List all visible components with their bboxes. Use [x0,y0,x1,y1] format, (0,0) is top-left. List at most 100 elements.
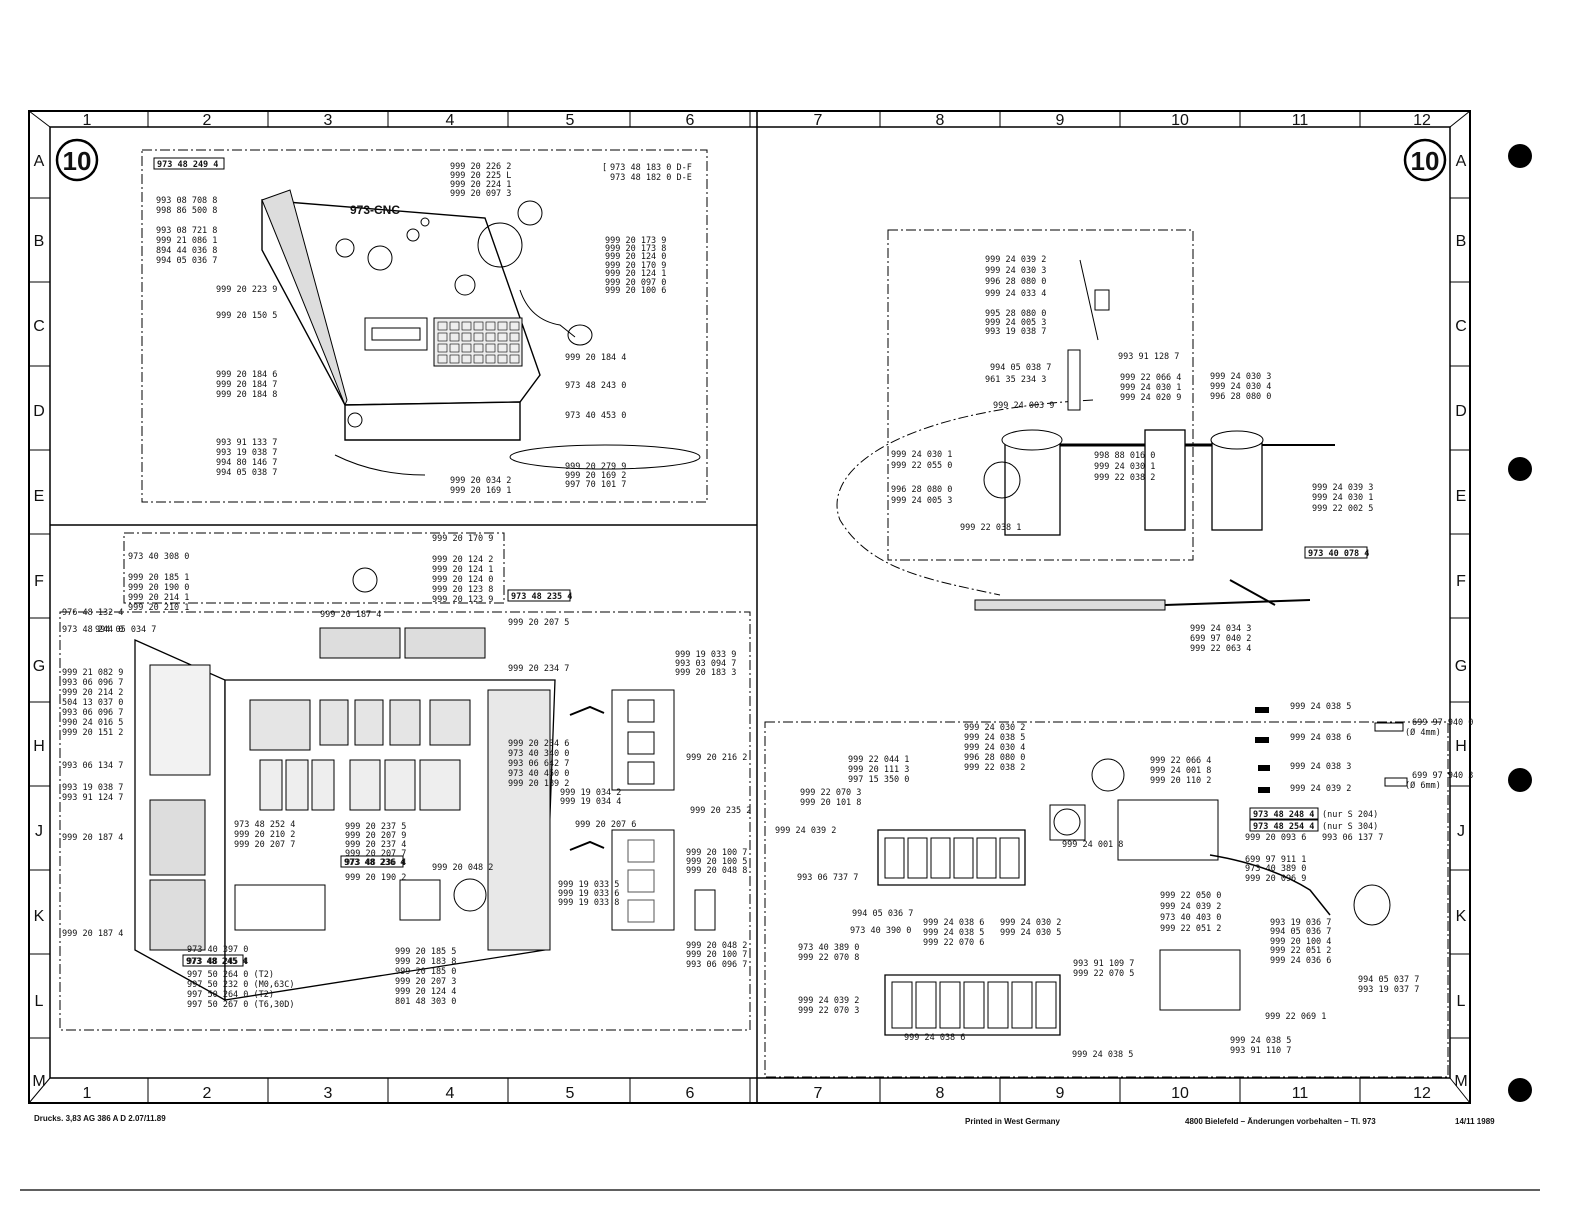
svg-text:973 48 236 4: 973 48 236 4 [344,858,405,868]
grid-row-left-label: B [34,233,45,250]
part-number-label: 999 20 187 4 [62,833,123,843]
part-number-label: 993 06 137 7 [1322,833,1383,843]
part-number-label: 999 20 185 1 [128,573,189,583]
part-number-label: 999 20 100 4 [1270,937,1331,947]
grid-col-top-label: 12 [1413,112,1431,129]
grid-row-left-label: E [34,488,45,505]
part-number-label: 973 40 450 0 [508,769,569,779]
part-number-label: 999 22 002 5 [1312,504,1373,514]
part-number-label: 999 22 070 6 [923,938,984,948]
part-number-label: 976 48 132 4 [62,608,123,618]
part-number-label: 999 24 030 1 [1094,462,1155,472]
part-number-label: 999 20 169 1 [450,486,511,496]
part-number-label: 961 35 234 3 [985,375,1046,385]
part-number-label: 997 50 264 0 (T2) [187,990,274,1000]
part-number-label: 994 05 036 7 [156,256,217,266]
part-number-label: 999 20 124 0 [605,252,666,262]
part-number-label: 999 20 150 5 [216,311,277,321]
part-number-label: 999 24 038 6 [904,1033,965,1043]
part-number-label: 999 24 030 5 [1000,928,1061,938]
grid-col-bottom-label: 8 [936,1085,945,1102]
part-number-label: 999 24 038 5 [1072,1050,1133,1060]
svg-text:973-CNC: 973-CNC [350,203,400,217]
footer-drawing-ref: Drucks. 3,83 AG 386 A D 2.07/11.89 [34,1114,166,1123]
part-number-label: 999 20 034 2 [450,476,511,486]
part-number-label: 999 20 189 2 [508,779,569,789]
svg-text:10: 10 [1411,146,1440,176]
part-number-label: 999 24 039 2 [1290,784,1351,794]
part-number-label: 999 24 030 2 [1000,918,1061,928]
part-number-label: 999 22 070 8 [798,953,859,963]
part-number-label: 999 22 066 4 [1120,373,1181,383]
part-number-label: 999 20 100 7 [686,950,747,960]
part-number-label: 999 20 190 0 [128,583,189,593]
part-number-label: 999 20 190 2 [345,873,406,883]
part-number-label: 999 20 101 8 [800,798,861,808]
part-number-label: 999 20 170 9 [605,261,666,271]
punch-holes [1508,144,1532,1102]
part-number-label: 999 22 051 2 [1160,924,1221,934]
part-number-label: 993 19 037 7 [1358,985,1419,995]
part-number-label: 999 22 070 3 [798,1006,859,1016]
part-number-label: 999 24 030 1 [1312,493,1373,503]
grid-col-top-label: 5 [566,112,575,129]
grid-col-top-label: 7 [814,112,823,129]
part-number-label: 999 24 034 3 [1190,624,1251,634]
part-number-label: 999 24 030 1 [1120,383,1181,393]
svg-text:973 48 245 4: 973 48 245 4 [186,957,247,967]
part-number-label: 999 24 030 4 [1210,382,1271,392]
part-number-label: 997 70 101 7 [565,480,626,490]
grid-row-left-label: G [33,658,45,675]
part-number-label: 996 28 080 0 [891,485,952,495]
part-number-label: 999 24 039 2 [1160,902,1221,912]
part-number-label: 993 06 642 7 [508,759,569,769]
part-number-label: 999 24 038 5 [1230,1036,1291,1046]
part-number-label: 999 22 070 3 [800,788,861,798]
svg-text:973 48 249 4: 973 48 249 4 [157,160,218,170]
sheet-number-badge-left: 10 [55,138,99,182]
part-number-label: 999 20 048 2 [432,863,493,873]
svg-text:(nur S 304): (nur S 304) [1322,822,1378,832]
part-number-label: 999 24 030 3 [1210,372,1271,382]
part-number-label: 999 20 184 8 [216,390,277,400]
grid-col-top-label: 2 [203,112,212,129]
part-number-label: 894 44 036 8 [156,246,217,256]
part-number-label: 993 06 096 7 [686,960,747,970]
part-number-label: 999 24 001 8 [1062,840,1123,850]
part-number-label: 999 24 003 9 [993,401,1054,411]
grid-row-right-label: F [1456,573,1466,590]
part-number-label: 993 91 133 7 [216,438,277,448]
grid-col-bottom-label: 11 [1292,1085,1309,1102]
part-number-label: 999 22 038 2 [964,763,1025,773]
grid-row-left-label: K [34,908,45,925]
grid-row-right-label: L [1457,993,1466,1010]
grid-row-right-label: A [1456,153,1467,170]
part-number-label: 999 24 033 4 [985,289,1046,299]
grid-row-left-label: L [35,993,44,1010]
grid-col-bottom-label: 5 [566,1085,575,1102]
part-number-label: 999 24 039 2 [798,996,859,1006]
part-number-label: 993 03 094 7 [675,659,736,669]
svg-text:[: [ [602,163,607,173]
part-number-label: 999 20 214 1 [128,593,189,603]
grid-row-right-label: H [1455,738,1467,755]
part-number-label: 999 20 185 5 [395,947,456,957]
part-number-label: 999 20 207 9 [345,831,406,841]
part-number-label: 994 05 037 7 [1358,975,1419,985]
grid-row-left-label: C [33,318,45,335]
part-number-label: 999 20 235 2 [690,806,751,816]
part-number-label: 993 06 096 7 [62,678,123,688]
grid-row-right-label: E [1456,488,1467,505]
part-number-label: 999 20 184 6 [216,370,277,380]
part-number-label: 999 20 187 4 [320,610,381,620]
grid-row-right-label: D [1455,403,1467,420]
part-number-label: 999 20 185 0 [395,967,456,977]
part-number-label: 998 86 500 8 [156,206,217,216]
grid-col-top-label: 4 [446,112,455,129]
part-number-label: 999 22 055 0 [891,461,952,471]
part-number-label: 999 24 005 3 [985,318,1046,328]
svg-text:973 48 235 4: 973 48 235 4 [511,592,572,602]
part-number-label: 998 88 016 0 [1094,451,1155,461]
part-number-label: 699 97 940 0 [1412,718,1473,728]
grid-col-bottom-label: 7 [814,1085,823,1102]
